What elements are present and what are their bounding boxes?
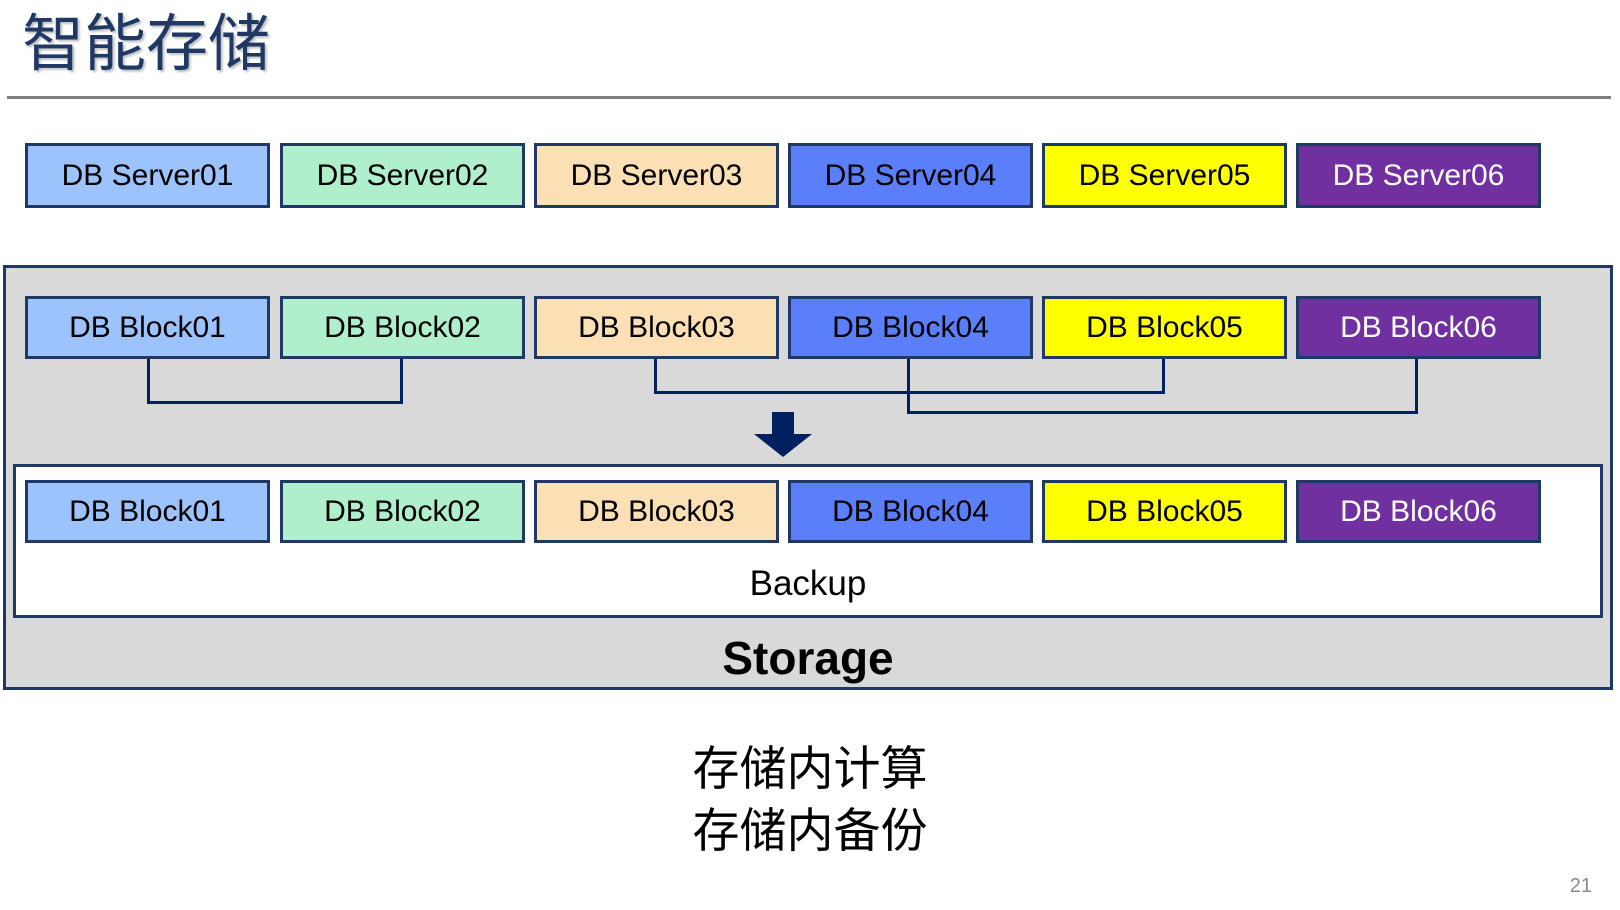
title-divider <box>7 96 1611 99</box>
db-server-box-2[interactable]: DB Server02 <box>280 143 525 208</box>
page-title: 智能存储 <box>22 10 271 79</box>
db-block-box-1[interactable]: DB Block01 <box>25 296 270 359</box>
db-server-box-6[interactable]: DB Server06 <box>1296 143 1541 208</box>
db-block-box-5[interactable]: DB Block05 <box>1042 296 1287 359</box>
db-block-box-label: DB Block01 <box>69 310 226 344</box>
backup-block-box-3[interactable]: DB Block03 <box>534 480 779 543</box>
backup-label: Backup <box>749 564 867 603</box>
db-block-box-label: DB Block05 <box>1086 310 1243 344</box>
backup-block-box-label: DB Block01 <box>69 494 226 528</box>
backup-block-box-1[interactable]: DB Block01 <box>25 480 270 543</box>
backup-block-box-6[interactable]: DB Block06 <box>1296 480 1541 543</box>
db-block-box-label: DB Block02 <box>324 310 481 344</box>
db-block-box-label: DB Block03 <box>578 310 735 344</box>
db-block-box-6[interactable]: DB Block06 <box>1296 296 1541 359</box>
backup-block-box-4[interactable]: DB Block04 <box>788 480 1033 543</box>
backup-block-box-5[interactable]: DB Block05 <box>1042 480 1287 543</box>
db-server-box-label: DB Server03 <box>570 158 743 192</box>
backup-block-box-2[interactable]: DB Block02 <box>280 480 525 543</box>
db-block-box-3[interactable]: DB Block03 <box>534 296 779 359</box>
backup-block-box-label: DB Block04 <box>832 494 989 528</box>
db-server-box-label: DB Server02 <box>316 158 489 192</box>
db-server-box-label: DB Server04 <box>824 158 997 192</box>
db-server-box-4[interactable]: DB Server04 <box>788 143 1033 208</box>
db-block-box-4[interactable]: DB Block04 <box>788 296 1033 359</box>
caption-line-1: 存储内计算 <box>692 742 928 795</box>
backup-block-box-label: DB Block03 <box>578 494 735 528</box>
db-block-box-label: DB Block06 <box>1340 310 1497 344</box>
storage-label: Storage <box>722 632 894 684</box>
db-server-box-1[interactable]: DB Server01 <box>25 143 270 208</box>
db-server-box-label: DB Server05 <box>1078 158 1251 192</box>
bracket-block04-block06 <box>907 359 1418 414</box>
db-server-box-5[interactable]: DB Server05 <box>1042 143 1287 208</box>
bracket-block01-block02 <box>147 359 403 404</box>
db-server-box-3[interactable]: DB Server03 <box>534 143 779 208</box>
db-block-box-label: DB Block04 <box>832 310 989 344</box>
page-number: 21 <box>1569 875 1592 897</box>
db-server-box-label: DB Server01 <box>61 158 234 192</box>
down-arrow-icon <box>753 412 813 458</box>
caption-line-2: 存储内备份 <box>692 804 928 857</box>
db-block-box-2[interactable]: DB Block02 <box>280 296 525 359</box>
db-server-box-label: DB Server06 <box>1332 158 1505 192</box>
backup-block-box-label: DB Block02 <box>324 494 481 528</box>
backup-block-box-label: DB Block05 <box>1086 494 1243 528</box>
caption-block: 存储内计算 存储内备份 <box>0 738 1620 862</box>
backup-block-box-label: DB Block06 <box>1340 494 1497 528</box>
